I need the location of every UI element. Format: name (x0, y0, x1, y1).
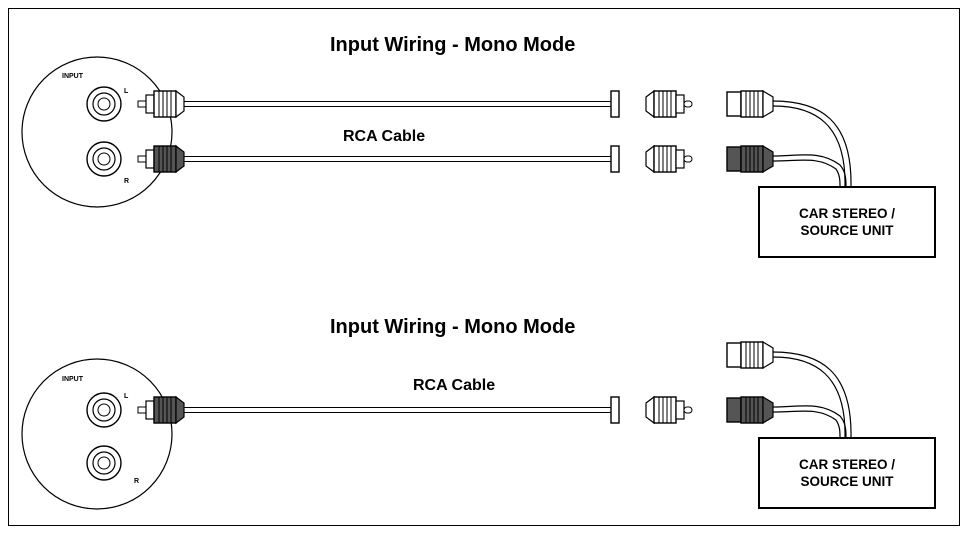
source-unit-box: CAR STEREO / SOURCE UNIT (758, 186, 936, 258)
diagram-title: Input Wiring - Mono Mode (330, 316, 576, 338)
source-jack-right (726, 145, 774, 173)
left-input-socket (86, 86, 122, 122)
right-input-socket-unused (86, 445, 122, 481)
rca-plug-left-source-end (645, 90, 693, 118)
right-channel-label: R (124, 178, 129, 185)
source-lead-right (772, 154, 847, 187)
rca-cable-left (183, 101, 618, 107)
left-channel-label: L (124, 393, 129, 400)
source-jack-right (726, 396, 774, 424)
source-unit-label-line-2: SOURCE UNIT (800, 474, 894, 489)
rca-plug-source-end (645, 396, 693, 424)
source-unit-label-line-1: CAR STEREO / (798, 206, 895, 221)
diagram-title: Input Wiring - Mono Mode (330, 34, 576, 56)
rca-plug-right-source-end (645, 145, 693, 173)
left-input-socket (86, 392, 122, 428)
input-panel-label: INPUT (62, 73, 84, 80)
rca-cable-label: RCA Cable (343, 128, 426, 145)
source-lead-right (772, 405, 847, 438)
rca-cable-label: RCA Cable (413, 377, 496, 394)
amp-input-panel (21, 56, 173, 208)
right-channel-label: R (134, 478, 139, 485)
amp-input-panel (21, 358, 173, 510)
source-lead-left (772, 100, 852, 187)
input-panel-label: INPUT (62, 376, 84, 383)
source-jack-left-unused (726, 341, 774, 369)
source-lead-left (772, 351, 852, 438)
source-unit-box: CAR STEREO / SOURCE UNIT (758, 437, 936, 509)
right-input-socket (86, 141, 122, 177)
rca-cable-right (183, 156, 618, 162)
diagram-frame (8, 8, 960, 526)
source-jack-left (726, 90, 774, 118)
source-unit-label-line-2: SOURCE UNIT (800, 223, 894, 238)
source-unit-label-line-1: CAR STEREO / (798, 457, 895, 472)
rca-cable-left (183, 407, 618, 413)
left-channel-label: L (124, 88, 129, 95)
